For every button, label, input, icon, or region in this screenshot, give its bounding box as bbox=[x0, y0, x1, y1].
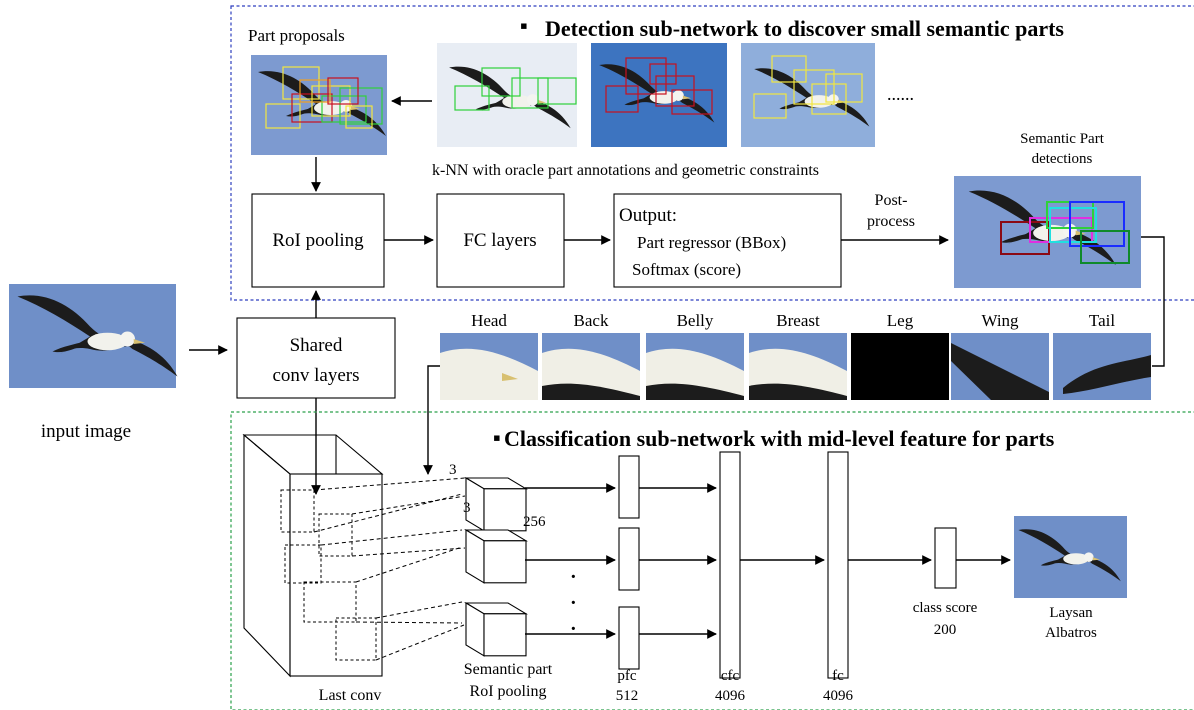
roi-cube bbox=[464, 477, 528, 532]
part-label-tail: Tail bbox=[1089, 311, 1115, 330]
part-proposals-label: Part proposals bbox=[248, 26, 345, 45]
roi-projection-lines bbox=[313, 477, 466, 661]
knn-image-2 bbox=[591, 43, 727, 147]
fc-layers-box bbox=[436, 193, 565, 288]
last-conv-volume bbox=[242, 433, 384, 678]
output-title: Output: bbox=[619, 205, 677, 226]
semantic-detections-image bbox=[954, 176, 1141, 288]
part-label-head: Head bbox=[471, 311, 507, 330]
roi-cube bbox=[464, 602, 528, 657]
part-crop-leg bbox=[851, 333, 949, 400]
postprocess-line2: process bbox=[867, 213, 915, 230]
cfc-dim: 4096 bbox=[715, 688, 746, 704]
kernel-height: 3 bbox=[449, 462, 457, 478]
input-image bbox=[9, 284, 178, 388]
fc-dim: 4096 bbox=[823, 688, 854, 704]
part-label-breast: Breast bbox=[776, 311, 820, 330]
part-proposals-image bbox=[251, 55, 387, 155]
channel-count: 256 bbox=[523, 514, 546, 530]
output-box bbox=[613, 193, 842, 288]
fc-name: fc bbox=[832, 668, 844, 684]
roi-pooling-label: RoI pooling bbox=[272, 230, 364, 251]
part-label-belly: Belly bbox=[677, 311, 714, 330]
detection-title: Detection sub-network to discover small … bbox=[545, 16, 1064, 41]
knn-ellipsis: ...... bbox=[887, 84, 914, 104]
knn-caption: k-NN with oracle part annotations and ge… bbox=[432, 162, 819, 179]
detections-to-parts-connector bbox=[1141, 236, 1165, 367]
cube-to-pfc-arrows bbox=[525, 483, 616, 639]
knn-image-1 bbox=[437, 43, 577, 147]
class-score-dim: 200 bbox=[934, 622, 957, 638]
detection-bullet: ▪ bbox=[520, 13, 528, 38]
semantic-detections-line1: Semantic Part bbox=[1020, 131, 1105, 147]
part-crop-tail bbox=[1053, 333, 1151, 400]
fc-layer bbox=[827, 451, 849, 679]
classification-bullet: ▪ bbox=[493, 425, 501, 450]
part-label-wing: Wing bbox=[981, 311, 1019, 330]
parts-to-roi-arrow bbox=[423, 365, 440, 475]
detection-panel-border bbox=[230, 5, 1194, 301]
pfc-dim: 512 bbox=[616, 688, 639, 704]
part-crop-breast bbox=[749, 333, 847, 400]
kernel-width: 3 bbox=[463, 500, 471, 516]
last-conv-part-regions bbox=[280, 489, 377, 661]
part-crop-head bbox=[440, 333, 538, 400]
fc-layers-label: FC layers bbox=[463, 230, 536, 251]
shared-conv-line2: conv layers bbox=[272, 365, 359, 386]
part-crop-belly bbox=[646, 333, 744, 400]
shared-conv-line1: Shared bbox=[290, 335, 343, 356]
semantic-detections-line2: detections bbox=[1032, 151, 1093, 167]
knn-image-3 bbox=[741, 43, 875, 147]
vdots-3: · bbox=[570, 618, 577, 640]
semantic-roi-line2: RoI pooling bbox=[470, 683, 547, 700]
classification-title: Classification sub-network with mid-leve… bbox=[504, 426, 1055, 451]
roi-cubes bbox=[464, 477, 528, 657]
roi-pooling-box bbox=[251, 193, 385, 288]
class-score-label: class score bbox=[913, 600, 978, 616]
pfc-name: pfc bbox=[617, 668, 636, 684]
postprocess-line1: Post- bbox=[875, 192, 908, 209]
result-line1: Laysan bbox=[1049, 605, 1093, 621]
part-crop-back bbox=[542, 333, 640, 400]
parts-row: Head Back Belly Breast Leg Wing Tail bbox=[440, 311, 1151, 400]
shared-conv-box bbox=[236, 317, 396, 399]
result-image bbox=[1014, 516, 1127, 598]
roi-cube bbox=[464, 529, 528, 584]
pfc-to-cfc-arrows bbox=[639, 483, 717, 639]
vdots-2: · bbox=[570, 592, 577, 614]
result-line2: Albatros bbox=[1045, 625, 1097, 641]
pfc-layers bbox=[618, 455, 640, 670]
input-image-label: input image bbox=[41, 421, 131, 442]
cfc-name: cfc bbox=[721, 668, 740, 684]
semantic-roi-line1: Semantic part bbox=[464, 661, 553, 678]
class-score-layer bbox=[934, 527, 957, 589]
part-label-leg: Leg bbox=[887, 311, 914, 330]
vdots-1: · bbox=[570, 566, 577, 588]
part-label-back: Back bbox=[574, 311, 609, 330]
last-conv-label: Last conv bbox=[319, 687, 382, 704]
cfc-layer bbox=[719, 451, 741, 679]
part-crop-wing bbox=[951, 333, 1049, 400]
output-line-softmax: Softmax (score) bbox=[632, 260, 741, 279]
output-line-regressor: Part regressor (BBox) bbox=[637, 233, 786, 252]
